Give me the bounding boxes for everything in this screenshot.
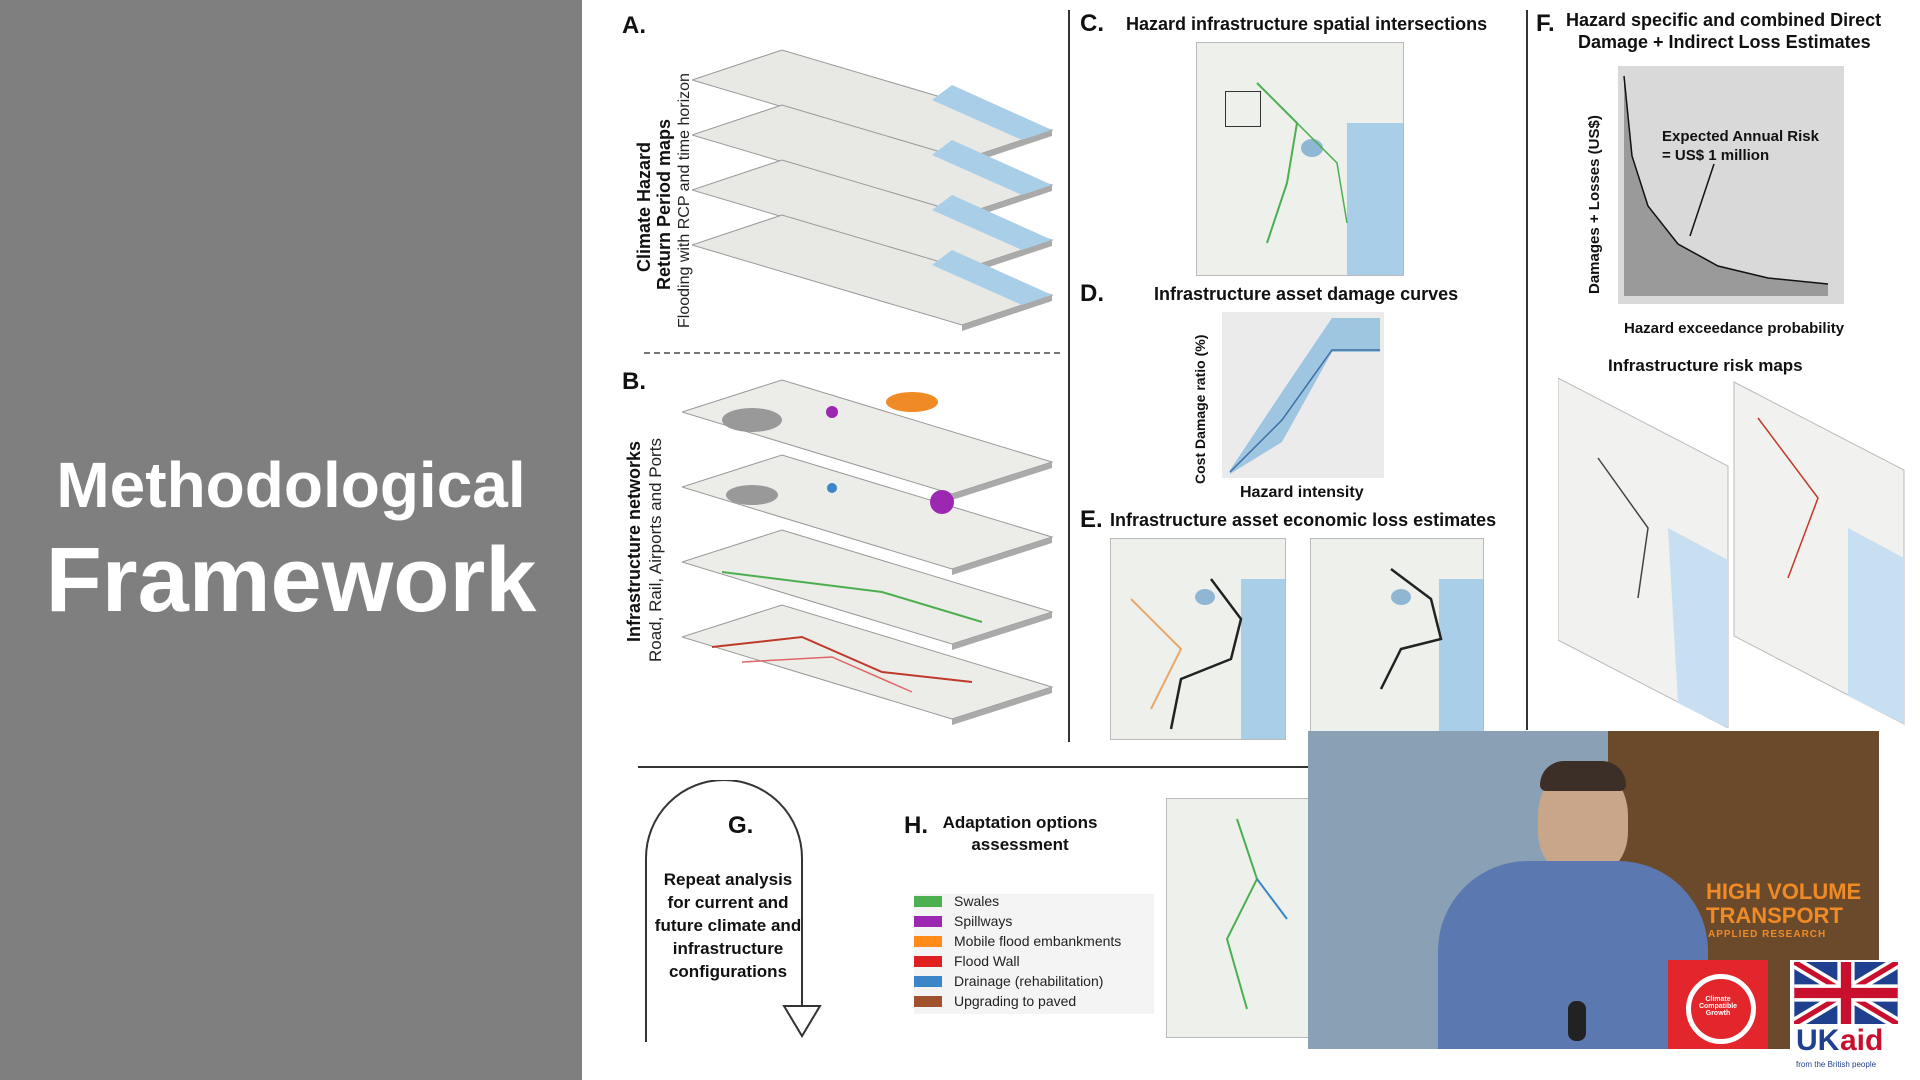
section-f-letter: F.: [1536, 10, 1555, 37]
hvt-logo-line-1: HIGH VOLUME: [1706, 879, 1862, 904]
section-a-label-1: Climate Hazard: [634, 141, 654, 272]
network-layer-3: [682, 529, 1054, 650]
section-b-letter: B.: [622, 368, 646, 395]
network-layer-1: [682, 379, 1054, 500]
infrastructure-map-stack: [682, 379, 1054, 725]
section-g-line-1: Repeat analysis: [663, 870, 793, 889]
section-f-title-line-1: Hazard specific and combined Direct: [1566, 10, 1882, 30]
section-g-text: Repeat analysis for current and future c…: [652, 868, 804, 983]
repeat-loop-arrow: [645, 780, 822, 1042]
title-line-1: Methodological: [56, 449, 526, 521]
section-h-letter: H.: [904, 812, 928, 839]
legend-label: Mobile flood embankments: [954, 933, 1122, 949]
ccg-logo: Climate Compatible Growth: [1668, 960, 1768, 1049]
speaker-hair: [1540, 761, 1626, 791]
ukaid-sub: from the British people: [1796, 1060, 1877, 1069]
network-layer-4: [682, 604, 1054, 725]
hazard-layer-4: [692, 214, 1054, 331]
section-c-letter: C.: [1080, 10, 1104, 37]
legend-label: Drainage (rehabilitation): [954, 973, 1104, 989]
legend-swatch: [914, 936, 942, 947]
speaker-video: HIGH VOLUME TRANSPORT APPLIED RESEARCH C…: [1308, 731, 1879, 1049]
risk-map-2: [1733, 381, 1905, 725]
framework-slide: A. Climate Hazard Return Period maps Flo…: [582, 0, 1920, 1080]
section-d-title: Infrastructure asset damage curves: [1154, 284, 1459, 304]
hazard-layer-2: [692, 104, 1054, 221]
loss-estimate-map-1: [1110, 538, 1286, 740]
section-h-title: Adaptation options assessment: [942, 812, 1098, 856]
risk-maps-title: Infrastructure risk maps: [1608, 356, 1803, 375]
separator-ab: [644, 352, 1060, 354]
section-e-letter: E.: [1080, 506, 1103, 533]
ukaid-uk: UK: [1796, 1024, 1840, 1057]
risk-map-1: [1558, 378, 1729, 728]
damage-curve-ylabel: Cost Damage ratio (%): [1192, 334, 1208, 484]
title-panel: Methodological Framework: [0, 0, 582, 1080]
section-g-line-5: configurations: [668, 962, 788, 981]
risk-maps-pair: [1558, 378, 1905, 728]
loss-estimate-map-2: [1310, 538, 1484, 732]
section-g-line-3: future climate and: [654, 916, 802, 935]
adaptation-legend: Swales Spillways Mobile flood embankment…: [914, 893, 1154, 1014]
hvt-logo-line-2: TRANSPORT: [1706, 903, 1843, 928]
legend-label: Flood Wall: [954, 953, 1020, 969]
adaptation-map: [1166, 798, 1318, 1038]
risk-curve-xlabel: Hazard exceedance probability: [1624, 320, 1845, 337]
ccg-logo-ring: [1686, 974, 1756, 1044]
section-b-label-2: Road, Rail, Airports and Ports: [646, 438, 665, 662]
ccg-logo-text: Climate Compatible Growth: [1698, 996, 1738, 1017]
damage-curve-chart: [1222, 312, 1384, 478]
legend-label: Swales: [954, 893, 1000, 909]
section-c-title: Hazard infrastructure spatial intersecti…: [1126, 14, 1488, 34]
risk-annotation-line-2: = US$ 1 million: [1662, 147, 1770, 164]
ukaid-logo: UK aid from the British people: [1790, 960, 1910, 1074]
legend-label: Spillways: [954, 913, 1013, 929]
legend-label: Upgrading to paved: [954, 993, 1077, 1009]
legend-swatch: [914, 956, 942, 967]
legend-swatch: [914, 916, 942, 927]
damage-curve-xlabel: Hazard intensity: [1240, 484, 1364, 501]
section-h-title-line-2: assessment: [971, 835, 1069, 854]
legend-swatch: [914, 996, 942, 1007]
risk-curve-ylabel: Damages + Losses (US$): [1586, 115, 1603, 294]
section-d-letter: D.: [1080, 280, 1104, 307]
section-f-title-line-2: Damage + Indirect Loss Estimates: [1578, 32, 1871, 52]
microphone-icon: [1568, 1001, 1586, 1041]
section-g-line-2: for current and: [667, 893, 789, 912]
legend-swatch: [914, 976, 942, 987]
hvt-logo-line-3: APPLIED RESEARCH: [1708, 929, 1827, 940]
risk-annotation-line-1: Expected Annual Risk: [1662, 128, 1819, 145]
hazard-map-stack: [692, 49, 1054, 331]
separator-f: [1526, 10, 1528, 730]
separator-bottom: [638, 766, 1318, 768]
spatial-intersection-map: [1196, 42, 1404, 276]
union-flag-icon: [1794, 962, 1898, 1024]
section-a-letter: A.: [622, 12, 646, 39]
section-g-line-4: infrastructure: [672, 939, 784, 958]
section-a-label-2: Return Period maps: [654, 118, 674, 290]
legend-swatch: [914, 896, 942, 907]
network-layer-2: [682, 454, 1054, 575]
separator-c: [1068, 10, 1070, 742]
risk-curve-chart: [1618, 66, 1844, 304]
section-e-title: Infrastructure asset economic loss estim…: [1110, 510, 1497, 530]
section-h-title-line-1: Adaptation options: [942, 813, 1098, 832]
ukaid-aid: aid: [1840, 1024, 1884, 1057]
section-g-letter: G.: [728, 812, 754, 839]
title-line-2: Framework: [45, 529, 537, 631]
section-b-label-1: Infrastructure networks: [624, 440, 644, 642]
